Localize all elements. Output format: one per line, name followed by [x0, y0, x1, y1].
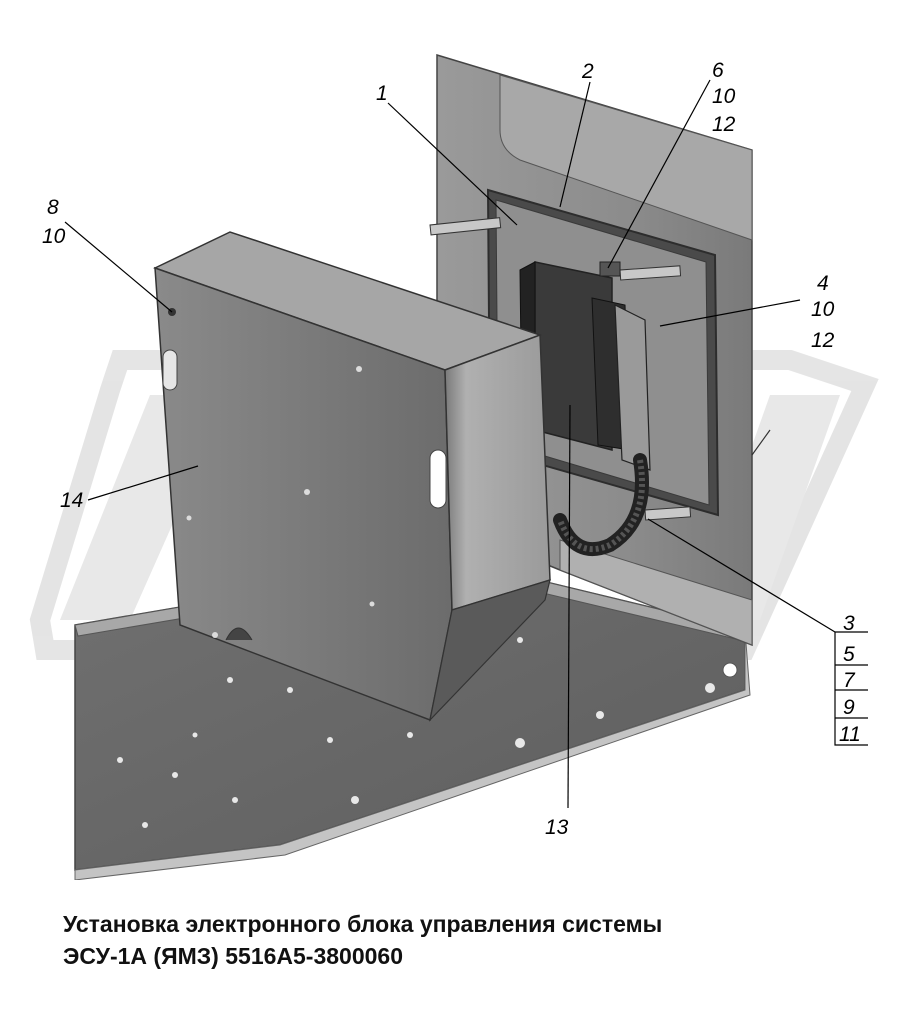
callout-4-12: 12 — [811, 329, 835, 352]
mounting-studs — [429, 217, 692, 521]
callout-6-10: 10 — [712, 85, 736, 108]
callout-4-10: 10 — [811, 298, 835, 321]
leader-lines — [64, 79, 868, 809]
callout-11: 11 — [839, 723, 861, 746]
caption-line-1: Установка электронного блока управления … — [63, 911, 663, 937]
assembly-drawing: 1 2 6 10 12 8 10 4 10 12 14 13 3 5 7 9 1… — [29, 53, 879, 880]
callout-1: 1 — [376, 82, 388, 105]
callout-9: 9 — [843, 696, 855, 719]
callout-8: 8 — [47, 196, 59, 219]
callout-6: 6 — [712, 59, 724, 82]
callout-14: 14 — [60, 489, 83, 512]
callout-2: 2 — [581, 60, 594, 83]
callout-5: 5 — [843, 643, 855, 666]
callout-4: 4 — [817, 272, 829, 295]
caption-line-2: ЭСУ-1А (ЯМЗ) 5516А5-3800060 — [63, 943, 404, 969]
callout-13: 13 — [545, 816, 569, 839]
wiring-harness — [553, 453, 649, 556]
figure-caption: Установка электронного блока управления … — [63, 908, 883, 972]
protective-cover — [153, 231, 551, 722]
callout-3: 3 — [843, 612, 855, 635]
callout-6-12: 12 — [712, 113, 736, 136]
callout-8-10: 10 — [42, 225, 66, 248]
callout-7: 7 — [843, 669, 856, 692]
ecu-block — [519, 261, 651, 471]
